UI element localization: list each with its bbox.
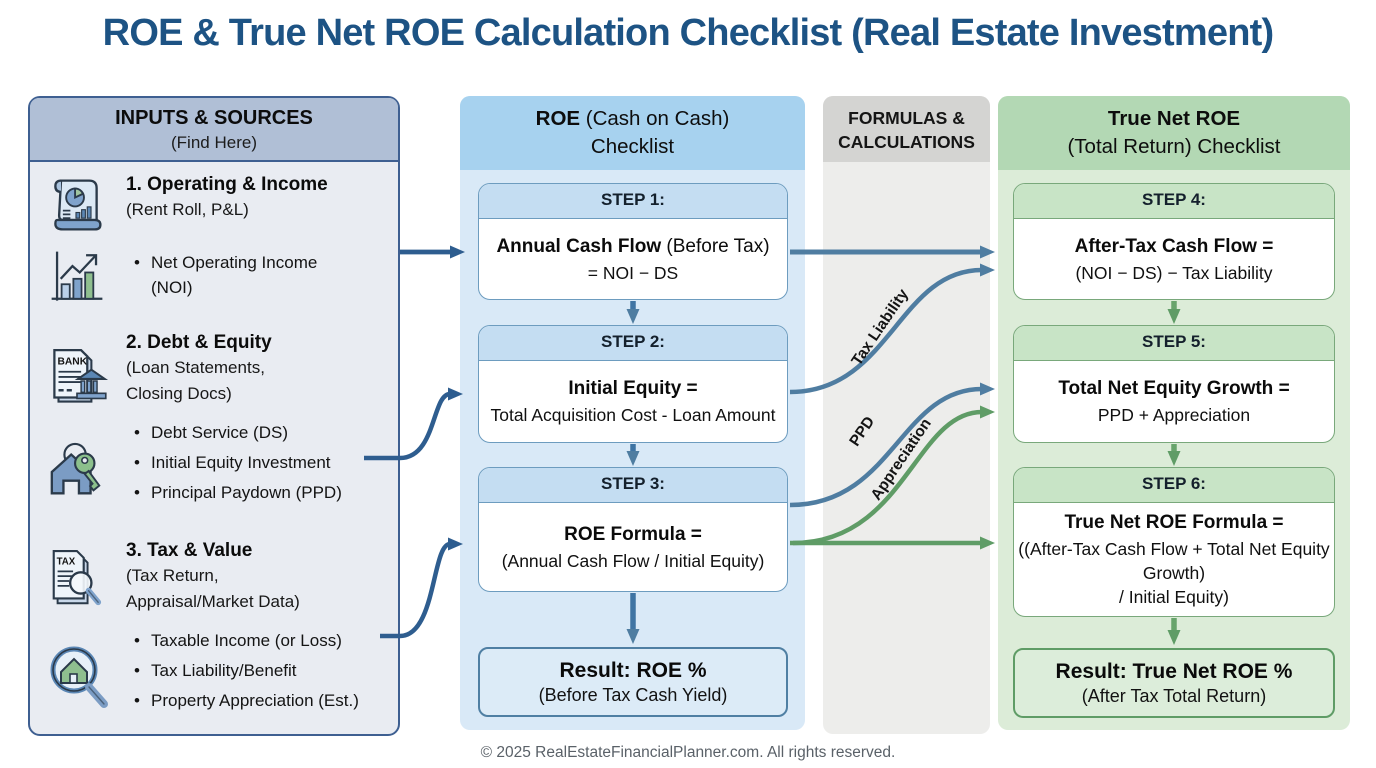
bullet-text: Tax Liability/Benefit	[151, 661, 297, 680]
bar-chart-trend-icon	[51, 251, 103, 301]
inputs-panel-title: INPUTS & SOURCES	[115, 107, 313, 129]
step-3-label: STEP 3:	[479, 468, 787, 503]
true-net-column-header: True Net ROE (Total Return) Checklist	[998, 96, 1350, 170]
formulas-header-line1: FORMULAS &	[848, 108, 965, 128]
tax-document-icon: TAX	[52, 549, 102, 606]
page-title: ROE & True Net ROE Calculation Checklist…	[102, 12, 1274, 54]
step-4-title-bold: After-Tax Cash Flow =	[1074, 235, 1274, 257]
bullet-text: Initial Equity Investment	[151, 453, 331, 472]
step-2-title-bold: Initial Equity =	[568, 378, 698, 399]
step-1-body: Annual Cash Flow (Before Tax) = NOI − DS	[479, 219, 787, 299]
step-4-card: STEP 4: After-Tax Cash Flow = (NOI − DS)…	[1013, 183, 1335, 300]
roe-result-subtitle: (Before Tax Cash Yield)	[538, 684, 728, 705]
step-5-formula: PPD + Appreciation	[1097, 405, 1251, 425]
step-2-title: Initial Equity =	[483, 376, 783, 401]
step-4-title: After-Tax Cash Flow =	[1018, 234, 1330, 259]
step-1-title-bold: Annual Cash Flow	[496, 235, 662, 257]
step-6-title: True Net ROE Formula =	[1018, 510, 1330, 535]
step-3-body: ROE Formula = (Annual Cash Flow / Initia…	[479, 503, 787, 591]
roe-header-line1: ROE (Cash on Cash)	[460, 105, 805, 133]
step-1-title: Annual Cash Flow (Before Tax)	[483, 234, 783, 259]
formulas-column: FORMULAS & CALCULATIONS	[823, 96, 990, 734]
bullet-initial-equity: Initial Equity Investment	[134, 448, 399, 478]
step-3-title: ROE Formula =	[483, 522, 783, 547]
step-2-card: STEP 2: Initial Equity = Total Acquisiti…	[478, 325, 788, 443]
roe-column: ROE (Cash on Cash) Checklist STEP 1: Ann…	[460, 96, 805, 730]
roe-column-header: ROE (Cash on Cash) Checklist	[460, 96, 805, 170]
step-1-formula: = NOI − DS	[587, 262, 679, 283]
bank-label: BANK	[57, 357, 87, 368]
group-title: 1. Operating & Income	[126, 174, 328, 195]
roe-header-tail: (Cash on Cash)	[580, 107, 730, 130]
bullet-text: Property Appreciation (Est.)	[151, 691, 359, 710]
step-1-label: STEP 1:	[479, 184, 787, 219]
magnifier-house-icon	[50, 646, 108, 708]
inputs-panel: INPUTS & SOURCES (Find Here) 1. Operatin…	[28, 96, 400, 736]
house-keys-icon	[50, 442, 101, 495]
formulas-header-line2: CALCULATIONS	[838, 132, 975, 152]
group-subtitle: (Loan Statements, Closing Docs)	[126, 358, 265, 403]
step-5-title-bold: Total Net Equity Growth =	[1058, 378, 1290, 399]
step-3-card: STEP 3: ROE Formula = (Annual Cash Flow …	[478, 467, 788, 592]
step-6-label: STEP 6:	[1014, 468, 1334, 503]
step-6-card: STEP 6: True Net ROE Formula = ((After-T…	[1013, 467, 1335, 617]
group-bullets: Taxable Income (or Loss) Tax Liability/B…	[134, 626, 410, 716]
bullet-noi: Net Operating Income (NOI)	[134, 250, 324, 300]
roe-header-line2: Checklist	[590, 135, 675, 158]
bullet-text: Debt Service (DS)	[151, 423, 288, 442]
step-6-title-bold: True Net ROE Formula =	[1064, 512, 1284, 533]
bullet-text: Taxable Income (or Loss)	[151, 631, 342, 650]
roe-result-title: Result: ROE %	[559, 658, 707, 682]
step-4-label: STEP 4:	[1014, 184, 1334, 219]
step-1-title-tail: (Before Tax)	[661, 235, 770, 257]
roe-result-card: Result: ROE % (Before Tax Cash Yield)	[478, 647, 788, 717]
true-net-header-line2: (Total Return) Checklist	[1067, 135, 1281, 158]
step-5-card: STEP 5: Total Net Equity Growth = PPD + …	[1013, 325, 1335, 443]
group-title: 3. Tax & Value	[126, 540, 253, 561]
bullet-debt-service: Debt Service (DS)	[134, 418, 399, 448]
step-2-formula: Total Acquisition Cost - Loan Amount	[490, 405, 776, 425]
bullet-property-appreciation: Property Appreciation (Est.)	[134, 686, 410, 716]
step-5-label: STEP 5:	[1014, 326, 1334, 361]
bank-statement-icon: BANK	[53, 349, 109, 403]
step-5-title: Total Net Equity Growth =	[1018, 376, 1330, 401]
step-6-body: True Net ROE Formula = ((After-Tax Cash …	[1014, 503, 1334, 616]
step-4-body: After-Tax Cash Flow = (NOI − DS) − Tax L…	[1014, 219, 1334, 299]
group-bullets: Debt Service (DS) Initial Equity Investm…	[134, 418, 399, 508]
true-net-result-subtitle: (After Tax Total Return)	[1081, 685, 1267, 706]
step-5-body: Total Net Equity Growth = PPD + Apprecia…	[1014, 361, 1334, 442]
step-3-title-bold: ROE Formula =	[564, 523, 702, 545]
step-4-formula: (NOI − DS) − Tax Liability	[1075, 262, 1273, 283]
inputs-panel-subtitle: (Find Here)	[171, 133, 257, 152]
group-title: 2. Debt & Equity	[126, 332, 272, 353]
input-group-tax-value: 3. Tax & Value (Tax Return, Appraisal/Ma…	[126, 538, 331, 615]
true-net-result-title: Result: True Net ROE %	[1055, 659, 1293, 683]
true-net-header-bold: True Net ROE	[1107, 107, 1241, 130]
inputs-panel-header: INPUTS & SOURCES (Find Here)	[30, 98, 398, 162]
true-net-roe-column: True Net ROE (Total Return) Checklist ST…	[998, 96, 1350, 730]
step-6-formula-line2: / Initial Equity)	[1119, 587, 1229, 607]
input-group-operating-income: 1. Operating & Income (Rent Roll, P&L)	[126, 172, 328, 223]
step-3-formula: (Annual Cash Flow / Initial Equity)	[501, 550, 765, 571]
bullet-tax-liability: Tax Liability/Benefit	[134, 656, 410, 686]
step-6-formula: ((After-Tax Cash Flow + Total Net Equity…	[1018, 539, 1330, 583]
step-2-body: Initial Equity = Total Acquisition Cost …	[479, 361, 787, 442]
scroll-chart-icon	[54, 179, 102, 231]
step-1-card: STEP 1: Annual Cash Flow (Before Tax) = …	[478, 183, 788, 300]
copyright-footer: © 2025 RealEstateFinancialPlanner.com. A…	[480, 744, 896, 761]
step-2-label: STEP 2:	[479, 326, 787, 361]
tax-label: TAX	[57, 557, 76, 568]
group-subtitle: (Rent Roll, P&L)	[126, 200, 249, 219]
formulas-column-header: FORMULAS & CALCULATIONS	[823, 96, 990, 162]
bullet-text: Principal Paydown (PPD)	[151, 483, 342, 502]
roe-header-bold: ROE	[535, 107, 581, 130]
true-net-header-line1: True Net ROE	[998, 105, 1350, 133]
bullet-principal-paydown: Principal Paydown (PPD)	[134, 478, 399, 508]
input-group-debt-equity: 2. Debt & Equity (Loan Statements, Closi…	[126, 330, 316, 407]
bullet-text: Net Operating Income (NOI)	[151, 253, 318, 297]
group-subtitle: (Tax Return, Appraisal/Market Data)	[126, 566, 300, 611]
true-net-result-card: Result: True Net ROE % (After Tax Total …	[1013, 648, 1335, 718]
group-bullets: Net Operating Income (NOI)	[134, 250, 324, 300]
bullet-taxable-income: Taxable Income (or Loss)	[134, 626, 410, 656]
